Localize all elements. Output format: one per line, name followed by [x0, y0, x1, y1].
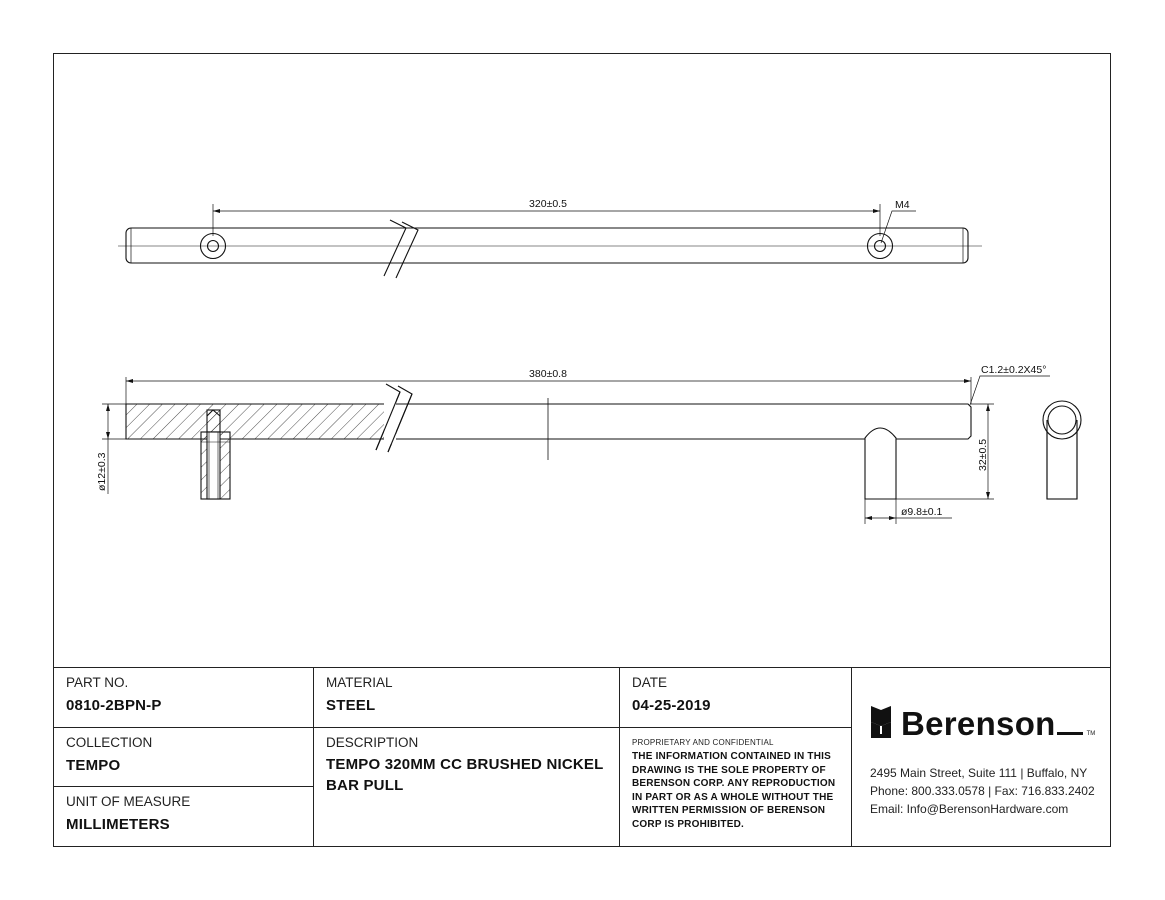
- dim-overall-length: 380±0.8: [529, 368, 567, 380]
- proprietary-line: BERENSON CORP. ANY REPRODUCTION: [632, 778, 836, 789]
- trademark-mark: TM: [1086, 731, 1096, 737]
- title-block: PART NO. 0810-2BPN-P MATERIAL STEEL DATE…: [54, 667, 1110, 847]
- collection-value: TEMPO: [66, 757, 121, 774]
- part-no-cell: PART NO. 0810-2BPN-P: [54, 668, 314, 728]
- description-value: TEMPO 320MM CC BRUSHED NICKEL BAR PULL: [326, 756, 604, 794]
- dim-post-diameter: ø9.8±0.1: [901, 506, 943, 518]
- date-cell: DATE 04-25-2019: [620, 668, 852, 728]
- proprietary-line: IN PART OR AS A WHOLE WITHOUT THE: [632, 791, 834, 803]
- drawing-sheet: 320±0.5 M4 380±0.8 C1.2±0.2X45° ø12±0.3 …: [53, 53, 1111, 847]
- dim-center-distance: 320±0.5: [529, 198, 567, 210]
- side-view: [102, 375, 1082, 524]
- unit-label: UNIT OF MEASURE: [66, 794, 191, 809]
- proprietary-cell: PROPRIETARY AND CONFIDENTIAL THE INFORMA…: [620, 728, 852, 847]
- dim-chamfer: C1.2±0.2X45°: [981, 364, 1046, 376]
- dim-bar-diameter: ø12±0.3: [96, 452, 108, 491]
- end-view: [1042, 400, 1082, 500]
- material-cell: MATERIAL STEEL: [314, 668, 620, 728]
- berenson-logo-icon: [871, 706, 891, 738]
- part-no-value: 0810-2BPN-P: [66, 697, 162, 714]
- break-mark-top: [383, 219, 407, 277]
- collection-cell: COLLECTION TEMPO: [54, 728, 314, 787]
- proprietary-title: PROPRIETARY AND CONFIDENTIAL: [632, 738, 774, 747]
- company-email: Email: Info@BerensonHardware.com: [870, 802, 1069, 816]
- dim-thread: M4: [895, 199, 910, 211]
- material-value: STEEL: [326, 697, 376, 714]
- unit-cell: UNIT OF MEASURE MILLIMETERS: [54, 787, 314, 847]
- proprietary-line: THE INFORMATION CONTAINED IN THIS: [632, 751, 831, 762]
- proprietary-line: DRAWING IS THE SOLE PROPERTY OF: [632, 764, 826, 776]
- proprietary-line: CORP IS PROHIBITED.: [632, 818, 744, 830]
- post-leg: [864, 427, 897, 500]
- company-address: 2495 Main Street, Suite 111 | Buffalo, N…: [870, 766, 1088, 780]
- dim-projection: 32±0.5: [977, 439, 989, 471]
- company-logo: Berenson TM: [869, 704, 1095, 740]
- description-label: DESCRIPTION: [326, 735, 419, 750]
- logo-underline: [1056, 732, 1083, 735]
- screw-section: [200, 409, 231, 500]
- date-value: 04-25-2019: [632, 697, 711, 714]
- company-phone: Phone: 800.333.0578 | Fax: 716.833.2402: [870, 784, 1095, 798]
- description-cell: DESCRIPTION TEMPO 320MM CC BRUSHED NICKE…: [314, 728, 620, 847]
- unit-value: MILLIMETERS: [66, 816, 170, 833]
- top-view: [118, 204, 982, 279]
- proprietary-text: THE INFORMATION CONTAINED IN THIS DRAWIN…: [632, 750, 839, 831]
- top-view-bar: [125, 227, 969, 264]
- proprietary-line: WRITTEN PERMISSION OF BERENSON: [632, 805, 826, 816]
- technical-drawing: 320±0.5 M4 380±0.8 C1.2±0.2X45° ø12±0.3 …: [96, 198, 1082, 524]
- company-name: Berenson: [901, 705, 1056, 742]
- collection-label: COLLECTION: [66, 735, 153, 750]
- date-label: DATE: [632, 675, 668, 690]
- company-cell: Berenson TM 2495 Main Street, Suite 111 …: [852, 668, 1110, 847]
- part-no-label: PART NO.: [66, 675, 129, 690]
- section-hatch: [126, 404, 388, 439]
- material-label: MATERIAL: [326, 675, 393, 690]
